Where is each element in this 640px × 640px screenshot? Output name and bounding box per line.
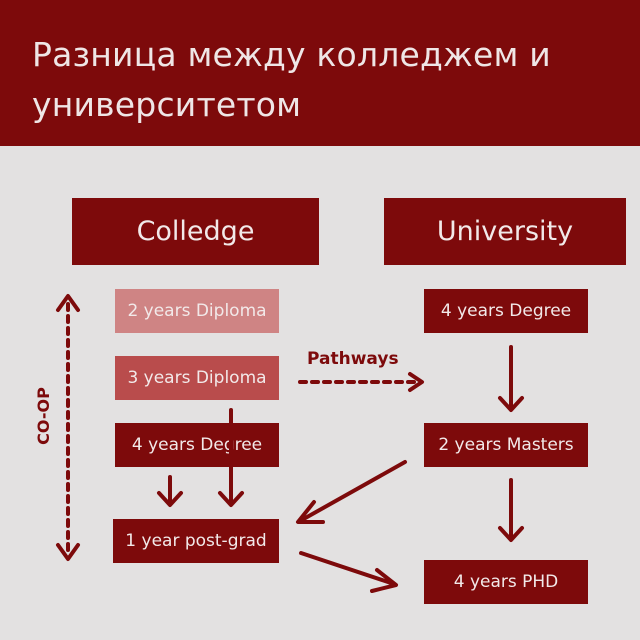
arrow-masters-to-postgrad-head <box>296 500 325 524</box>
college-1-year-post-grad: 1 year post-grad <box>113 519 279 563</box>
university-column-header: University <box>384 198 626 265</box>
pathways-arrow-head <box>408 372 424 392</box>
college-3-years-diploma: 3 years Diploma <box>115 356 279 400</box>
coop-arrow-down-head <box>56 543 80 561</box>
header-banner: Разница между колледжем и университетом <box>0 0 640 146</box>
college-column-header: Colledge <box>72 198 319 265</box>
coop-arrow-up-head <box>56 294 80 312</box>
arrow-masters-to-postgrad <box>298 460 407 523</box>
university-4-years-degree: 4 years Degree <box>424 289 588 333</box>
arrow-unidegree-to-masters-head <box>498 396 524 412</box>
arrow-postgrad-to-phd <box>299 551 396 586</box>
page-title: Разница между колледжем и университетом <box>32 35 551 124</box>
coop-label: CO-OP <box>34 387 53 445</box>
university-4-years-phd: 4 years PHD <box>424 560 588 604</box>
arrow-masters-to-phd-head <box>498 526 524 542</box>
arrow-degree4-to-postgrad-head <box>157 491 183 507</box>
pathways-label: Pathways <box>307 349 399 369</box>
arrow-postgrad-to-phd-head <box>370 568 398 593</box>
arrow-diploma3-to-postgrad-head <box>218 491 244 507</box>
university-2-years-masters: 2 years Masters <box>424 423 588 467</box>
college-2-years-diploma: 2 years Diploma <box>115 289 279 333</box>
